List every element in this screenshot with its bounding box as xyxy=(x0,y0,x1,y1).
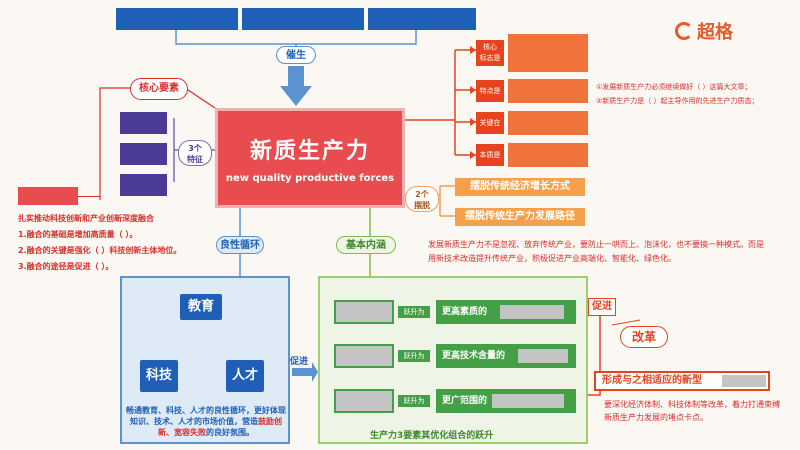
left-red-box xyxy=(18,187,78,205)
two-baituo-badge: 2个 摆脱 xyxy=(405,186,439,212)
row2-blank xyxy=(518,349,568,363)
core-sign-box xyxy=(508,34,588,72)
center-title-en: new quality productive forces xyxy=(225,173,395,184)
core-elements-label: 核心要素 xyxy=(130,78,188,100)
row3-arrow: 跃升为 xyxy=(398,395,430,407)
top-box-3 xyxy=(368,8,476,30)
feature-box-2 xyxy=(120,143,167,165)
reform-title: 形成与之相适应的新型 xyxy=(602,375,702,386)
reform-title-box: 形成与之相适应的新型 xyxy=(594,371,770,391)
feature-box-1 xyxy=(120,112,167,134)
row1-right-box: 更高素质的 xyxy=(436,300,576,324)
row2-arrow: 跃升为 xyxy=(398,350,430,362)
node-talent: 人才 xyxy=(226,360,264,392)
center-title-cn: 新质生产力 xyxy=(249,139,370,164)
fusion-line-3: 3.融合的途径是促进（ ）。 xyxy=(18,262,114,271)
baituo-2: 摆脱传统生产力发展路径 xyxy=(455,208,585,226)
desc-plain: 畅通教育、科技、人才的良性循环，更好体现知识、技术、人才的市场价值，营造 xyxy=(126,406,286,426)
virtuous-cycle-tag: 良性循环 xyxy=(216,236,264,254)
essence-box xyxy=(508,143,588,167)
row1-blank xyxy=(500,305,564,319)
row2-text: 更高技术含量的 xyxy=(442,351,506,361)
row1-left-box xyxy=(334,300,394,324)
fusion-heading: 扎实推动科技创新和产业创新深度融合 xyxy=(18,214,154,223)
fusion-line-1: 1.融合的基础是增加高质量（ ）。 xyxy=(18,230,138,239)
brand-g-icon xyxy=(675,22,693,40)
desc-red: 鼓励创新、宽容失败 xyxy=(158,417,282,437)
node-education: 教育 xyxy=(180,294,222,320)
note-1: ①发展新质生产力必须继续做好（ ）这篇大文章； xyxy=(596,83,752,91)
blue-to-green-label: 促进 xyxy=(290,357,309,367)
left-red-line xyxy=(78,196,100,197)
note-2: ②新质生产力是（ ）起主导作用的先进生产力质态； xyxy=(596,97,759,105)
baituo-1: 摆脱传统经济增长方式 xyxy=(455,178,585,196)
reform-label: 改革 xyxy=(620,326,668,348)
row1-arrow: 跃升为 xyxy=(398,306,430,318)
key-box xyxy=(508,111,588,135)
top-box-2 xyxy=(242,8,364,30)
row2-right-box: 更高技术含量的 xyxy=(436,344,576,368)
row3-text: 更广范围的 xyxy=(442,396,488,406)
features-box xyxy=(508,79,588,103)
fusion-line-2: 2.融合的关键是强化（ ）科技创新主体地位。 xyxy=(18,246,182,255)
row2-left-box xyxy=(334,344,394,368)
virtuous-cycle-desc: 畅通教育、科技、人才的良性循环，更好体现知识、技术、人才的市场价值，营造鼓励创新… xyxy=(126,405,286,438)
row3-blank xyxy=(492,394,564,408)
row1-text: 更高素质的 xyxy=(442,307,488,317)
reform-cujin: 促进 xyxy=(588,298,616,316)
label-features: 特点是 xyxy=(476,80,504,102)
desc-tail: 的良好氛围。 xyxy=(206,428,254,437)
label-core-sign: 核心 标志是 xyxy=(476,40,504,66)
traditional-industry-paragraph: 发展新质生产力不是忽视、放弃传统产业，要防止一哄而上、泡沫化，也不要搞一种模式。… xyxy=(428,240,764,263)
row3-left-box xyxy=(334,389,394,413)
top-box-1 xyxy=(116,8,238,30)
node-technology: 科技 xyxy=(140,360,178,392)
green-caption: 生产力3要素其优化组合的跃升 xyxy=(370,431,494,441)
brand-name: 超格 xyxy=(697,22,733,43)
basic-connotation-tag: 基本内涵 xyxy=(336,236,396,254)
brand-logo: 超格 xyxy=(675,18,733,44)
feature-box-3 xyxy=(120,174,167,196)
label-key: 关键在 xyxy=(476,112,504,134)
three-features-badge: 3个 特征 xyxy=(178,140,212,166)
label-essence: 本质是 xyxy=(476,144,504,166)
reform-desc: 要深化经济体制、科技体制等改革，着力打通束缚新质生产力发展的堵点卡点。 xyxy=(604,400,780,422)
row3-right-box: 更广范围的 xyxy=(436,389,576,413)
center-node: 新质生产力 new quality productive forces xyxy=(215,108,405,208)
cuisheng-label: 催生 xyxy=(276,46,316,64)
reform-blank xyxy=(722,375,766,387)
